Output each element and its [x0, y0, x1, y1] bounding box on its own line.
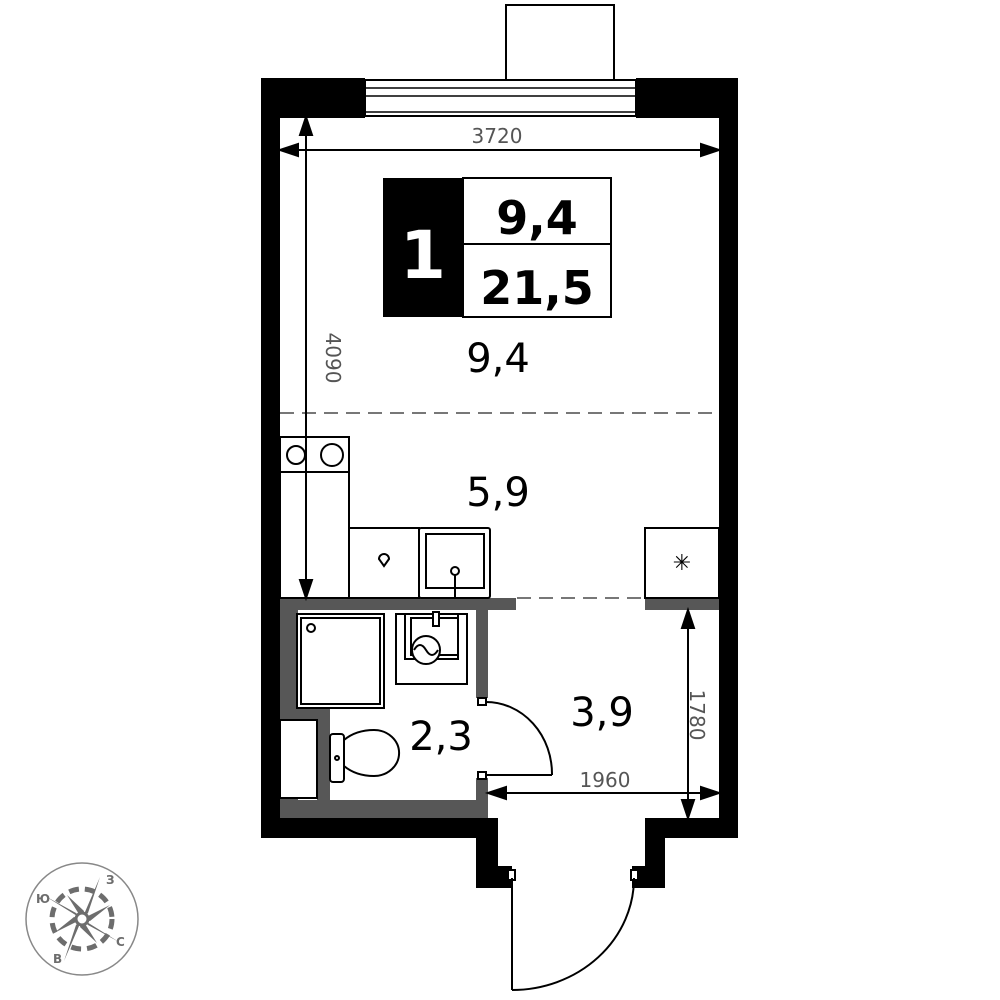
ventilation-icon: ✳: [673, 551, 691, 576]
gas-icon: [377, 553, 391, 568]
room-hall-area: 3,9: [570, 690, 634, 736]
compass-west: З: [106, 873, 115, 887]
compass-icon: З Ю С В: [25, 862, 139, 976]
area-badge: 1 9,4 21,5: [383, 177, 612, 318]
dimension-hall-height: 1780: [685, 690, 709, 741]
dimension-width-top: 3720: [472, 124, 523, 148]
living-area: 9,4: [496, 191, 578, 245]
window: [364, 79, 637, 117]
dimension-lines: [276, 113, 723, 822]
kitchen-furniture: [279, 436, 720, 599]
stove-burner-icon: [286, 445, 306, 465]
partitions: [280, 598, 719, 818]
faucet-icon: [450, 566, 460, 576]
entrance-door: [507, 869, 639, 991]
outer-walls: [261, 78, 738, 888]
room-living-area: 9,4: [466, 336, 530, 382]
stove-burner-icon: [320, 443, 344, 467]
total-area: 21,5: [480, 261, 594, 315]
bathroom-fixtures: [279, 611, 468, 799]
rooms-count: 1: [400, 217, 446, 294]
dimension-hall-width: 1960: [580, 768, 631, 792]
dimension-height-left: 4090: [321, 333, 345, 384]
room-kitchen-area: 5,9: [466, 470, 530, 516]
balcony-outline: [505, 4, 615, 81]
compass-north: С: [116, 935, 125, 949]
compass-east: В: [53, 952, 62, 966]
room-bathroom-area: 2,3: [409, 714, 473, 760]
bathroom-door: [477, 697, 554, 780]
compass-south: Ю: [36, 892, 50, 906]
